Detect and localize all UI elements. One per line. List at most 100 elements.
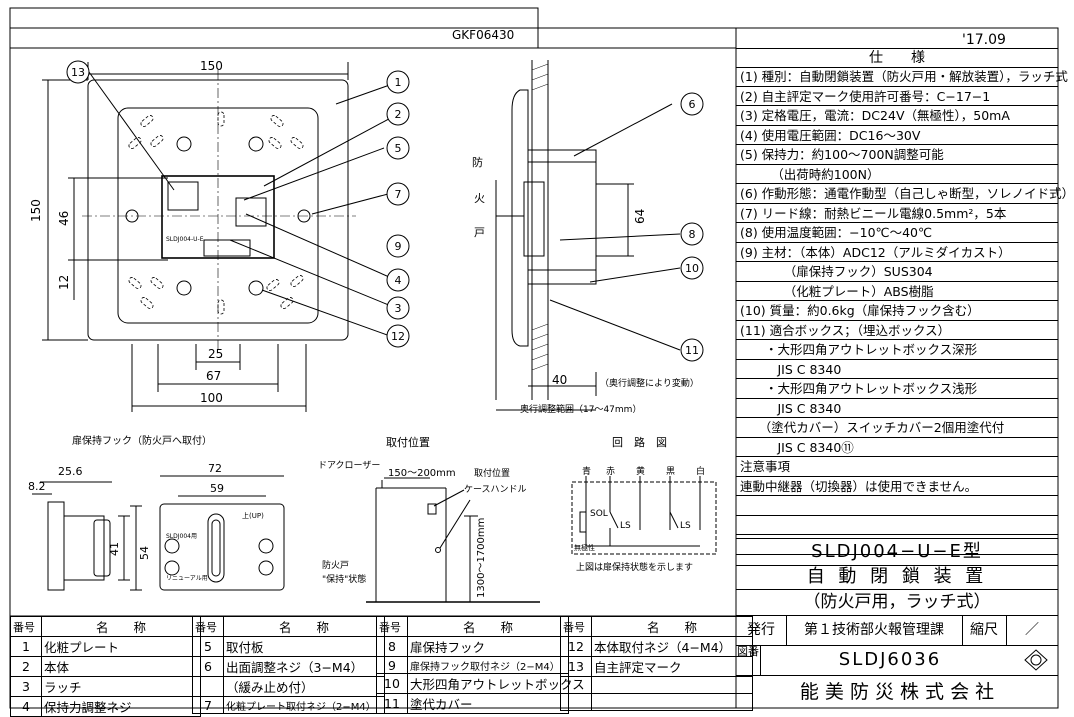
part-number: 4 <box>10 696 42 717</box>
spec-row: JIS C 8340 <box>736 360 1058 379</box>
front-view <box>42 62 399 412</box>
circuit-title: 回 路 図 <box>612 436 667 449</box>
wire-white: 白 <box>696 465 705 477</box>
spec-row: （扉保持フック）SUS304 <box>736 262 1058 282</box>
mount-position-label: 取付位置 <box>474 467 510 479</box>
part-name: 扉保持フック <box>407 636 569 657</box>
door-closer-label: ドアクローザー <box>318 460 380 471</box>
callout-11: 11 <box>685 344 699 357</box>
part-number: 5 <box>192 636 224 657</box>
front-plate-label: SLDJ004-U-E <box>166 236 204 243</box>
part-number: 10 <box>376 673 408 694</box>
spec-row: (1) 種別：自動閉鎖装置（防火戸用・解放装置），ラッチ式 <box>736 67 1068 87</box>
front-dimension-labels: 150 150 46 12 25 67 100 SLDJ004-U-E <box>29 59 223 405</box>
dim-54: 54 <box>138 546 151 560</box>
spec-row: （化粧プレート）ABS樹脂 <box>736 282 1058 301</box>
depth-range: 奥行調整範囲（17〜47mm） <box>520 403 641 415</box>
spec-row: JIS C 8340⑪ <box>736 438 1058 457</box>
issue-label: 発行 <box>736 615 787 645</box>
spec-row: (2) 自主評定マーク使用許可番号：C−17−1 <box>736 87 1058 106</box>
callout-3: 3 <box>395 302 402 315</box>
depth-note: （奥行調整により変動） <box>600 377 699 389</box>
part-number: 13 <box>560 656 592 677</box>
callout-8: 8 <box>689 228 696 241</box>
spec-row: (8) 使用温度範囲：−10℃〜40℃ <box>736 223 1058 243</box>
wire-blue: 青 <box>582 465 591 477</box>
hook-renewal-label: リニューアル用 <box>166 575 208 582</box>
part-number: 8 <box>376 636 408 657</box>
spec-table: 仕 様 (1) 種別：自動閉鎖装置（防火戸用・解放装置），ラッチ式(2) 自主評… <box>736 48 1074 555</box>
spec-row: （出荷時約100N） <box>736 165 1058 184</box>
spec-row: (3) 定格電圧，電流：DC24V（無極性），50mA <box>736 106 1058 126</box>
parts-header-no: 番号 <box>10 616 42 637</box>
issuer: 第１技術部火報管理課 <box>786 615 963 645</box>
spec-row: (9) 主材：（本体）ADC12（アルミダイカスト） <box>736 243 1058 262</box>
part-name: 本体取付ネジ（4−M4） <box>591 636 753 657</box>
parts-header-no: 番号 <box>560 616 592 637</box>
mount-view <box>366 477 540 603</box>
part-number: 3 <box>10 676 42 697</box>
part-name: （緩み止め付） <box>223 676 385 697</box>
dim-64: 64 <box>633 209 647 224</box>
part-number: 1 <box>10 636 42 657</box>
spec-row: 注意事項 <box>736 457 1058 477</box>
dim-8-2: 8.2 <box>28 480 46 493</box>
drawing-no-row: 図番 SLDJ6036 <box>736 645 1058 676</box>
callout-1: 1 <box>395 76 402 89</box>
parts-header-name: 名 称 <box>41 616 201 637</box>
dim-46: 46 <box>57 211 71 226</box>
product-subtitle: （防火戸用，ラッチ式） <box>736 589 1058 616</box>
part-name: 取付板 <box>223 636 385 657</box>
dim-150-200: 150〜200mm <box>388 468 456 479</box>
door-state-line1: 防火戸 <box>322 559 349 571</box>
callout-9: 9 <box>395 240 402 253</box>
callout-6: 6 <box>689 98 696 111</box>
spec-row <box>736 516 1058 535</box>
callout-10: 10 <box>685 262 699 275</box>
drawing-number: SLDJ6036 <box>838 649 942 670</box>
wire-black: 黒 <box>666 466 675 477</box>
title-block: SLDJ004−U−E型 自 動 閉 鎖 装 置 （防火戸用，ラッチ式） 発行 … <box>736 538 1058 709</box>
sol-label: SOL <box>590 509 608 519</box>
mount-labels: 取付位置 ドアクローザー 150〜200mm 取付位置 ケースハンドル 1300… <box>318 435 527 598</box>
part-name: 自主評定マーク <box>591 656 753 677</box>
parts-header-name: 名 称 <box>223 616 385 637</box>
side-callouts: 6 8 10 11 <box>680 92 704 362</box>
drawing-code: GKF06430 <box>452 28 514 42</box>
part-name: 出面調整ネジ（3−M4） <box>223 656 385 677</box>
date-label: '17.09 <box>962 32 1006 48</box>
fire-door-char-2: 火 <box>474 192 485 205</box>
part-number <box>560 693 592 711</box>
part-number: 2 <box>10 656 42 677</box>
dim-12: 12 <box>57 275 71 290</box>
spec-row <box>736 496 1058 516</box>
spec-title: 仕 様 <box>736 48 1058 68</box>
scale-label: 縮尺 <box>962 615 1007 645</box>
part-number: 6 <box>192 656 224 677</box>
spec-row: (5) 保持力：約100〜700N調整可能 <box>736 145 1058 165</box>
fire-door-char-3: 戸 <box>474 226 485 239</box>
parts-header-no: 番号 <box>376 616 408 637</box>
part-number: 11 <box>376 693 408 714</box>
part-name <box>591 693 753 711</box>
scale-value: ／ <box>1025 622 1039 638</box>
callout-5: 5 <box>395 142 402 155</box>
wire-yellow: 黄 <box>636 465 645 477</box>
circuit-labels: 回 路 図 青 赤 黄 黒 白 SOL LS LS 無極性 上図は扉保持状態を示… <box>574 436 705 573</box>
fire-door-char-1: 防 <box>472 155 483 169</box>
wire-red: 赤 <box>606 466 615 477</box>
part-name: 化粧プレート <box>41 636 201 657</box>
hook-model-label: SLDJ004用 <box>166 533 197 540</box>
no-polarity-label: 無極性 <box>574 543 595 552</box>
dim-100: 100 <box>200 391 223 405</box>
circuit-view <box>571 476 717 555</box>
product-name: 自 動 閉 鎖 装 置 <box>736 565 1058 590</box>
callout-4: 4 <box>395 274 402 287</box>
hook-title: 扉保持フック（防火戸へ取付） <box>72 434 212 447</box>
